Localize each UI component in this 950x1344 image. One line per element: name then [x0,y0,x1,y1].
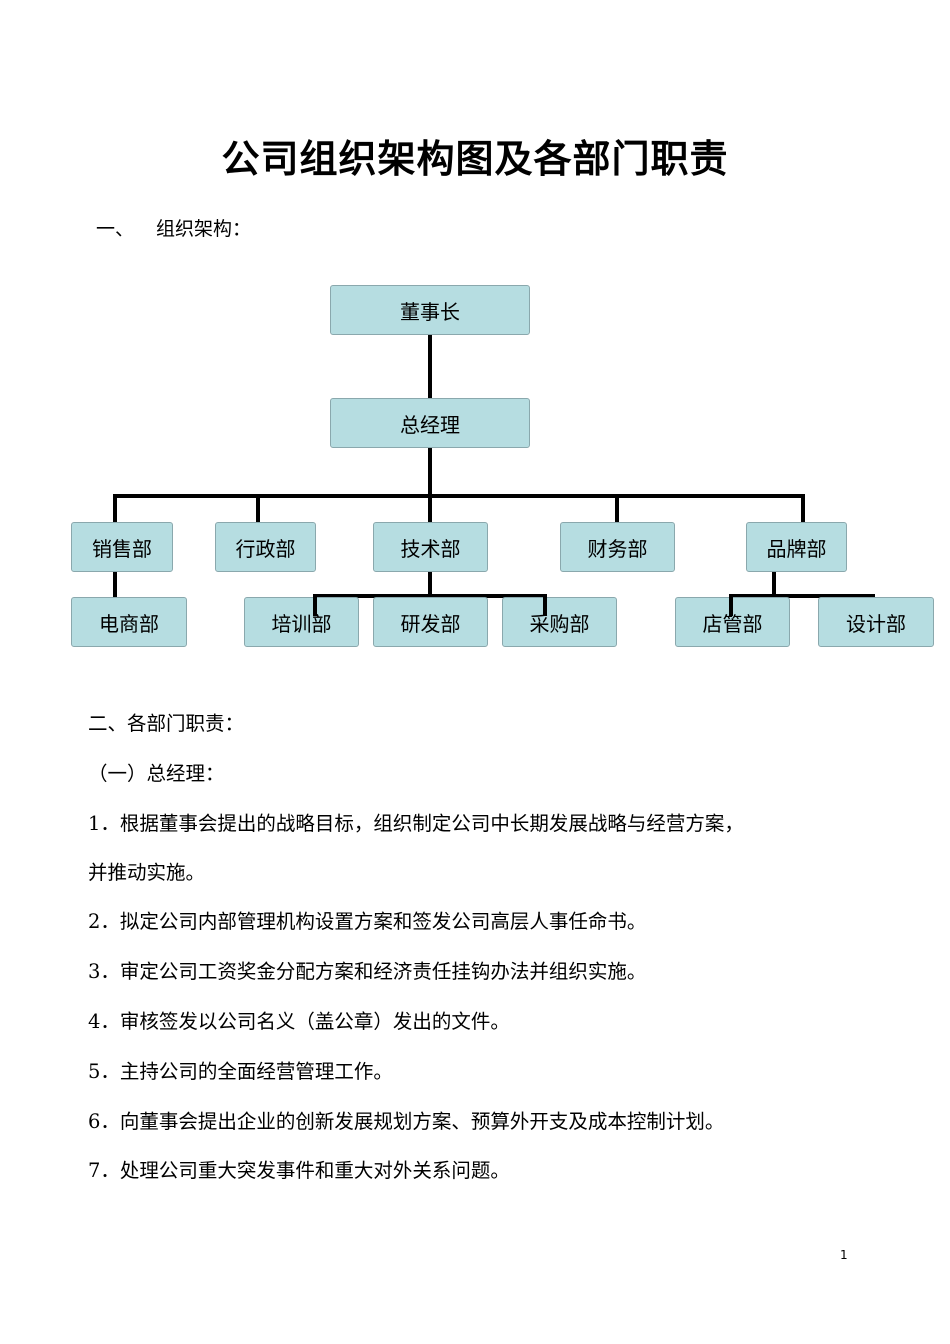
connector-store-tip [729,597,733,616]
section-1-label: 组织架构： [156,218,252,240]
connector-to-admin [256,494,260,522]
connector-training-tip [313,597,317,616]
connector-tech-down [428,571,432,597]
duty-line-7: 7．处理公司重大突发事件和重大对外关系问题。 [88,1159,510,1182]
connector-chairman-gm [428,335,432,398]
duty-line-2: 2．拟定公司内部管理机构设置方案和签发公司高层人事任命书。 [88,910,647,933]
gm-subheading: （一）总经理： [88,762,225,785]
connector-tech-bus [313,594,547,598]
duty-line-1-cont: 并推动实施。 [88,861,206,884]
connector-to-tech [428,494,432,522]
section-2-heading: 二、各部门职责： [88,712,245,735]
connector-dept-bus [113,494,805,498]
node-general-manager: 总经理 [330,398,530,448]
node-admin-dept: 行政部 [215,522,316,572]
connector-to-finance [615,494,619,522]
node-sales-dept: 销售部 [71,522,173,572]
node-ecommerce-dept: 电商部 [71,597,187,647]
connector-sales-ecommerce [113,571,117,597]
section-1-heading: 一、组织架构： [96,214,251,241]
connector-brand-bus [729,594,875,598]
node-tech-dept: 技术部 [373,522,488,572]
node-chairman: 董事长 [330,285,530,335]
connector-to-brand [801,494,805,522]
duty-line-3: 3．审定公司工资奖金分配方案和经济责任挂钩办法并组织实施。 [88,960,647,983]
node-store-dept: 店管部 [675,597,790,647]
node-design-dept: 设计部 [818,597,934,647]
page-number: 1 [840,1248,848,1262]
duty-line-5: 5．主持公司的全面经营管理工作。 [88,1060,393,1083]
node-finance-dept: 财务部 [560,522,675,572]
section-1-number: 一、 [96,218,135,240]
connector-gm-down [428,447,432,497]
connector-purchase-tip [543,597,547,616]
duty-line-6: 6．向董事会提出企业的创新发展规划方案、预算外开支及成本控制计划。 [88,1110,725,1133]
document-title: 公司组织架构图及各部门职责 [221,137,729,181]
node-rnd-dept: 研发部 [373,597,488,647]
node-training-dept: 培训部 [244,597,359,647]
duty-line-1: 1．根据董事会提出的战略目标，组织制定公司中长期发展战略与经营方案， [88,812,744,835]
connector-to-sales [113,494,117,522]
node-purchase-dept: 采购部 [502,597,617,647]
node-brand-dept: 品牌部 [746,522,847,572]
connector-brand-down [772,571,776,597]
duty-line-4: 4．审核签发以公司名义（盖公章）发出的文件。 [88,1010,510,1033]
